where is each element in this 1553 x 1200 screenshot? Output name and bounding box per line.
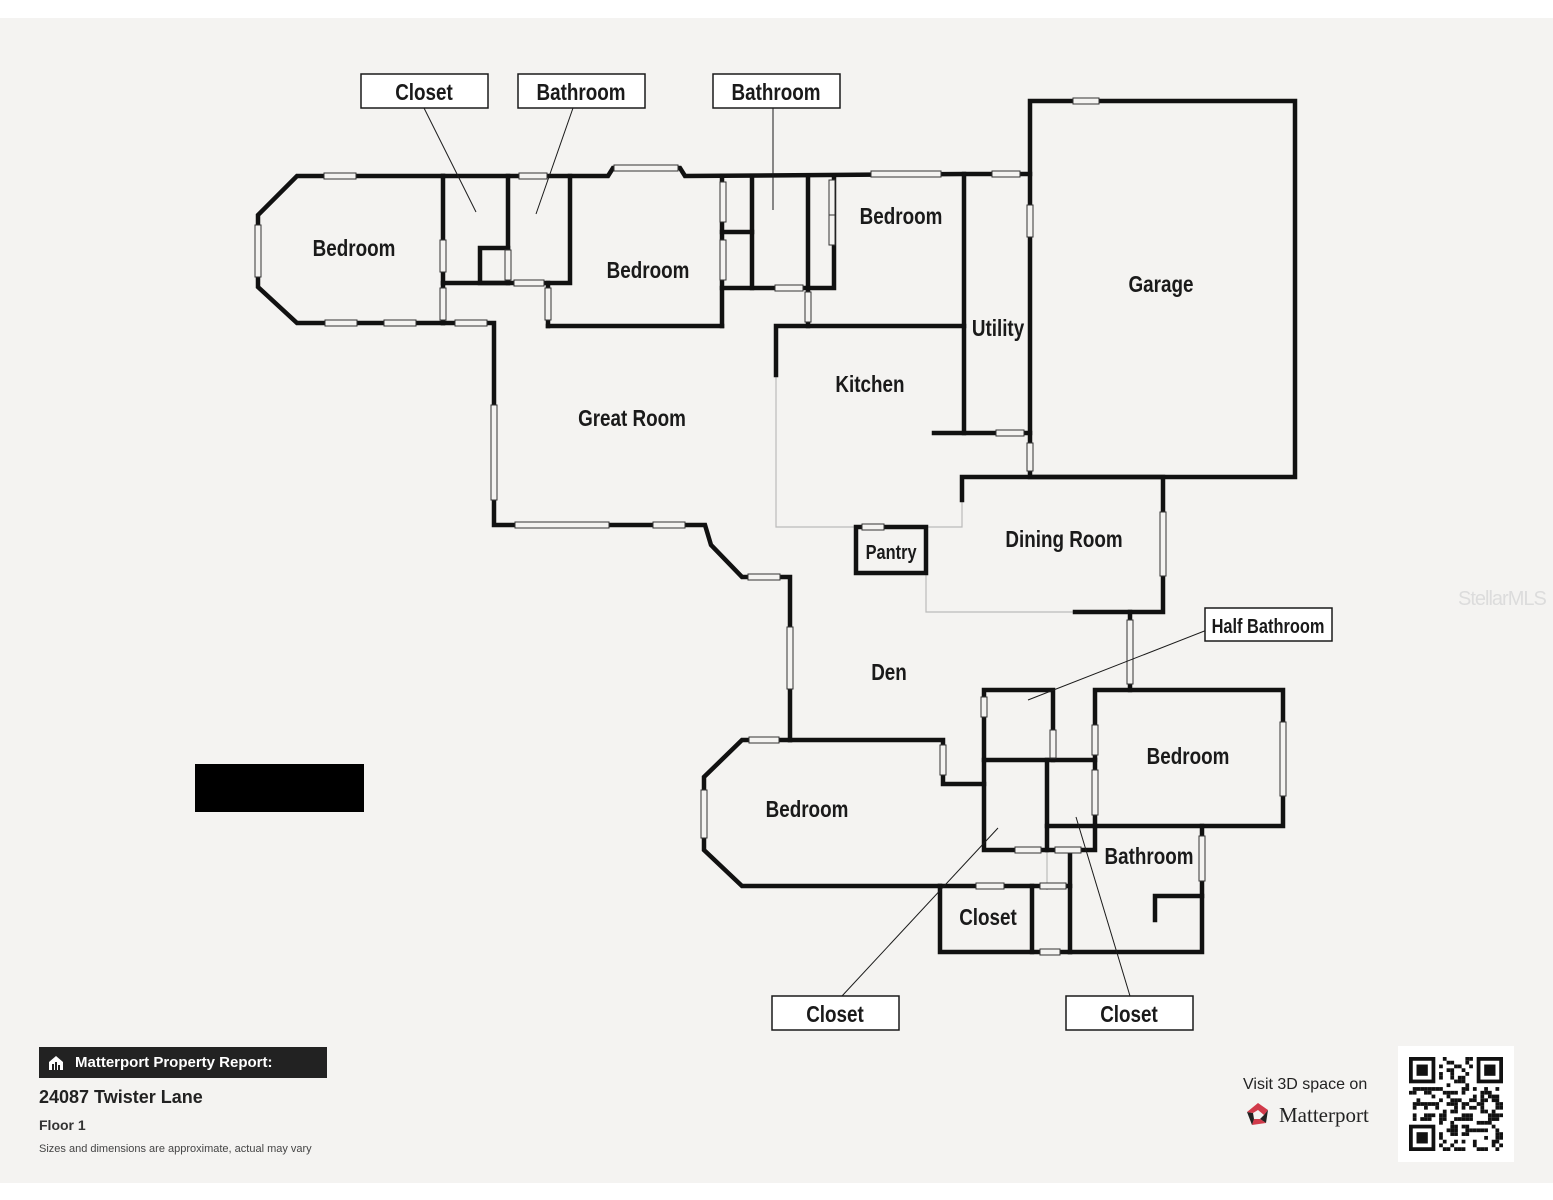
callout-leaders (423, 107, 1208, 997)
windows (254, 97, 1287, 956)
report-badge: Matterport Property Report: (39, 1047, 327, 1078)
room-labels: Bedroom Bedroom Bedroom Garage Utility K… (313, 204, 1230, 930)
callout-closet-bottom-1: Closet (806, 1002, 864, 1027)
floor-plan-sheet: Closet Bathroom Bathroom Half Bathroom C… (0, 18, 1553, 1183)
property-address: 24087 Twister Lane (39, 1087, 203, 1107)
matterport-brand[interactable]: Matterport (1244, 1101, 1369, 1129)
callouts: Closet Bathroom Bathroom Half Bathroom C… (360, 73, 1333, 1031)
floor-label: Floor 1 (39, 1117, 86, 1133)
redaction-block (195, 764, 364, 812)
room-label-den: Den (871, 660, 907, 685)
callout-half-bathroom: Half Bathroom (1212, 614, 1325, 637)
room-label-utility: Utility (972, 316, 1025, 341)
room-label-bedroom-sw: Bedroom (766, 797, 849, 822)
room-label-great-room: Great Room (578, 406, 686, 431)
room-label-bathroom-s: Bathroom (1105, 844, 1194, 869)
room-label-bedroom-nw: Bedroom (313, 236, 396, 261)
brand-name: Matterport (1279, 1102, 1369, 1127)
room-label-bedroom-ne: Bedroom (860, 204, 943, 229)
room-label-bedroom-n: Bedroom (607, 258, 690, 283)
callout-closet-bottom-2: Closet (1100, 1002, 1158, 1027)
room-label-closet-s: Closet (959, 905, 1017, 930)
room-label-garage: Garage (1129, 272, 1194, 297)
visit-text: Visit 3D space on (1243, 1076, 1368, 1093)
qr-code[interactable] (1398, 1046, 1514, 1162)
room-label-kitchen: Kitchen (835, 372, 904, 397)
callout-bathroom-top-2: Bathroom (732, 80, 821, 105)
home-icon (49, 1055, 63, 1070)
floor-plan-drawing: Closet Bathroom Bathroom Half Bathroom C… (254, 73, 1333, 1031)
matterport-logo-icon (1247, 1103, 1268, 1125)
room-label-pantry: Pantry (866, 540, 918, 563)
room-label-bedroom-se: Bedroom (1147, 744, 1230, 769)
callout-closet-top: Closet (395, 80, 453, 105)
disclaimer: Sizes and dimensions are approximate, ac… (39, 1143, 312, 1155)
qr-code-pattern (1409, 1057, 1503, 1151)
report-title: Matterport Property Report: (75, 1054, 273, 1071)
watermark: StellarMLS (1458, 588, 1547, 610)
callout-bathroom-top-1: Bathroom (537, 80, 626, 105)
room-label-dining-room: Dining Room (1005, 527, 1122, 552)
